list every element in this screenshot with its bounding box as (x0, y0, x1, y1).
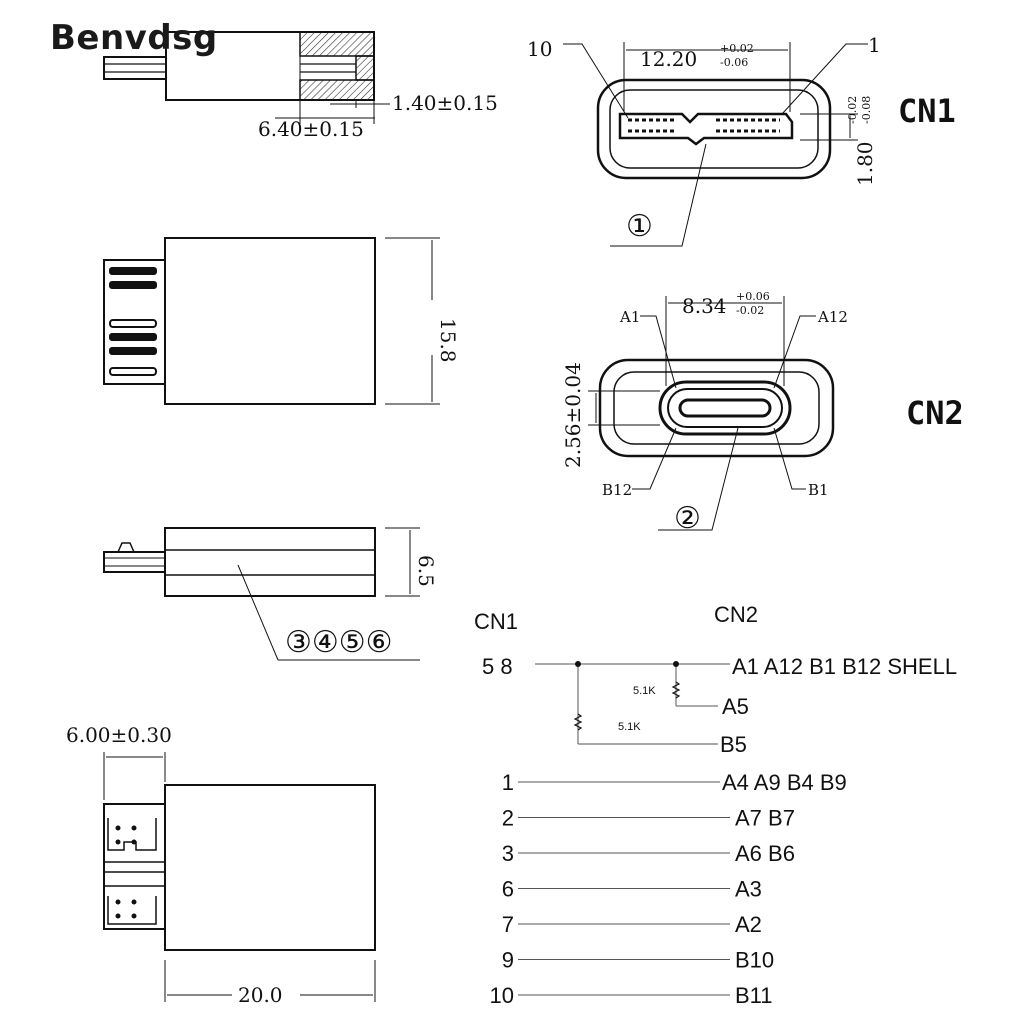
wiring-row-right: A6 B6 (735, 841, 795, 866)
wiring-row-right: A7 B7 (735, 806, 795, 831)
wiring-row-right: A2 (735, 912, 762, 937)
wiring-row-left: 1 (502, 770, 514, 795)
dim-6-00: 6.00±0.30 (66, 723, 172, 747)
dim-15-8: 15.8 (436, 318, 460, 363)
wiring-b5-label: B5 (720, 732, 747, 757)
wiring-schematic (518, 661, 730, 996)
cn1-callout: ① (626, 209, 653, 244)
cn1-shell (596, 78, 832, 180)
cn2-width-dim: 8.34 (682, 294, 727, 318)
body-bottom (164, 784, 376, 951)
wiring-cn1-header: CN1 (474, 609, 518, 634)
wiring-row-left: 7 (502, 912, 514, 937)
wiring-row-left: 6 (502, 877, 514, 902)
cn2-shell (598, 358, 835, 458)
cn2-label-a1: A1 (619, 308, 640, 326)
wiring-a5-label: A5 (722, 694, 749, 719)
cn1-label-10: 10 (527, 37, 552, 61)
cn2-height-dim: 2.56±0.04 (561, 362, 585, 468)
wiring-row-right: B11 (735, 983, 773, 1008)
wiring-row-right: A4 A9 B4 B9 (722, 770, 847, 795)
cn1-width-tol-minus: -0.06 (720, 56, 748, 69)
cn1-height-tol-minus: -0.08 (860, 96, 873, 124)
dim-6-5: 6.5 (414, 555, 438, 587)
resistor-a5 (671, 681, 681, 699)
plug-top (103, 259, 166, 385)
cn2-callout: ② (674, 501, 701, 536)
callout-3456: ③④⑤⑥ (285, 625, 393, 660)
cn1-label-1: 1 (868, 33, 881, 57)
wiring-row-left: 10 (490, 983, 514, 1008)
cn2-label-b12: B12 (602, 481, 632, 499)
cn2-label-a12: A12 (817, 308, 848, 326)
cn1-port (563, 42, 868, 247)
cn2-receptacle (658, 380, 792, 436)
wiring-cn2-header: CN2 (714, 602, 758, 627)
resistor-b5 (573, 713, 583, 731)
side-section-view (103, 31, 390, 124)
wiring-row-right: A3 (735, 877, 762, 902)
cn2-width-tol-plus: +0.06 (736, 290, 770, 303)
dim-1-40: 1.40±0.15 (392, 91, 498, 115)
plug-front (103, 551, 166, 573)
resistor-a5-value: 5.1K (633, 685, 656, 697)
cn1-height-dim: 1.80 (853, 141, 877, 186)
wiring-rows: 1 A4 A9 B4 B9 2 A7 B7 3 A6 B6 6 A3 7 A2 9 B10 10 B11 (490, 770, 847, 1008)
junction-dot (673, 661, 679, 667)
cn1-title: CN1 (898, 92, 956, 130)
dim-6-40: 6.40±0.15 (258, 117, 364, 141)
cn2-width-tol-minus: -0.02 (736, 304, 764, 317)
wiring-shell-right: A1 A12 B1 B12 SHELL (732, 654, 957, 679)
wiring-row-left: 3 (502, 841, 514, 866)
cn1-height-tol-plus: -0.02 (846, 96, 859, 124)
watermark: Benvdsg (50, 18, 218, 58)
junction-dot (575, 661, 581, 667)
wiring-row-left: 9 (502, 948, 514, 973)
wiring-row-left: 2 (502, 806, 514, 831)
body-front (164, 527, 376, 597)
wiring-row-right: B10 (735, 948, 774, 973)
wiring-shell-left: 5 8 (482, 654, 513, 679)
bottom-view (103, 752, 376, 1002)
cn1-width-dim: 12.20 (640, 47, 697, 71)
cn1-width-tol-plus: +0.02 (720, 42, 754, 55)
dim-20-0: 20.0 (238, 983, 283, 1007)
plug-tongue (103, 56, 167, 80)
top-view (103, 237, 440, 405)
row-lines (518, 781, 730, 996)
cn2-title: CN2 (906, 394, 964, 432)
cn2-port (588, 296, 835, 531)
cn2-label-b1: B1 (808, 481, 829, 499)
front-view (103, 527, 420, 661)
plug-bottom (103, 803, 166, 930)
bottom-contacts (115, 825, 137, 919)
resistor-b5-value: 5.1K (618, 721, 641, 733)
cn1-opening (618, 112, 794, 146)
body-top (164, 237, 376, 405)
